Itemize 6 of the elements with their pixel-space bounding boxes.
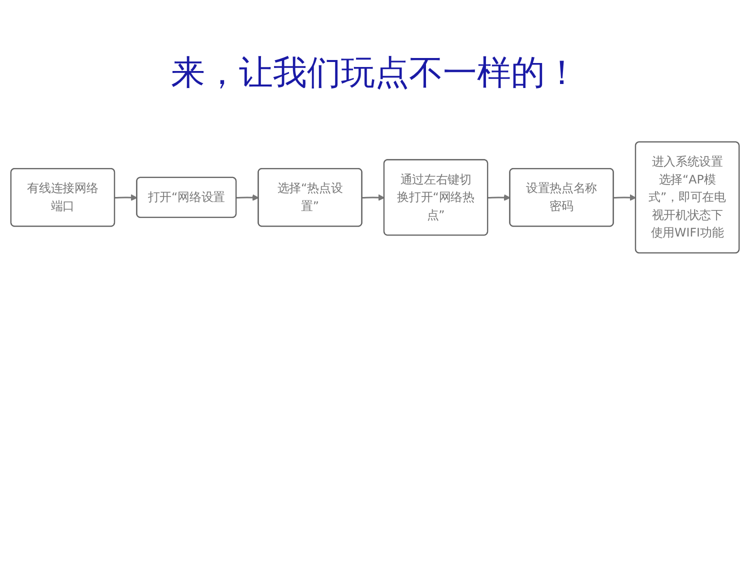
arrow bbox=[114, 194, 138, 201]
arrow bbox=[614, 194, 636, 201]
arrow bbox=[362, 194, 385, 201]
arrow bbox=[236, 194, 259, 201]
title: 来，让我们玩点不一样的！ bbox=[170, 52, 580, 95]
arrow bbox=[488, 194, 510, 201]
